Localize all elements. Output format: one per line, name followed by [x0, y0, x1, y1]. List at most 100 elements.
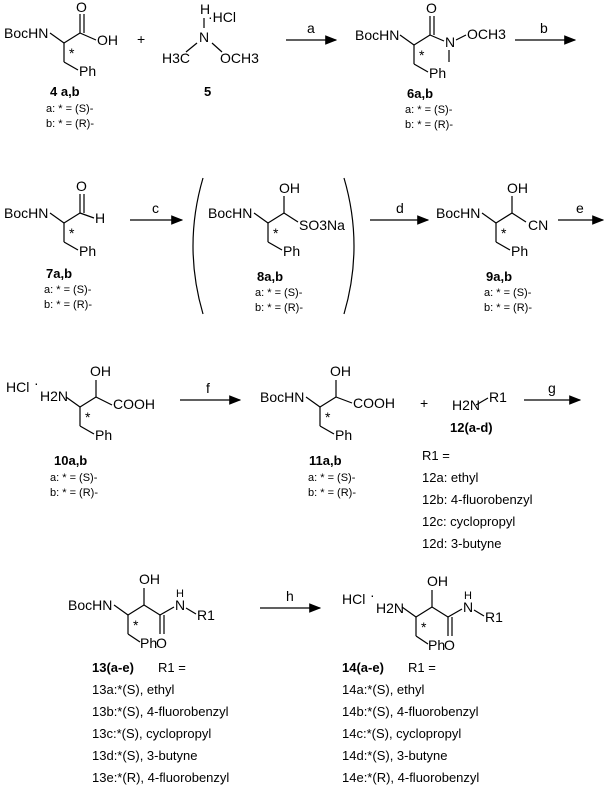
boc-label: BocHN [260, 389, 304, 405]
compound-9-a: a: * = (S)- [484, 287, 532, 299]
stereo-star: * [501, 225, 507, 241]
reagent-e: e [576, 200, 584, 216]
compound-13-item: 13d:*(S), 3-butyne [92, 748, 198, 763]
r1-label: R1 [197, 607, 215, 623]
hydroxyl-label: OH [427, 573, 448, 589]
reagent-a: a [307, 20, 315, 36]
compound-4-a: a: * = (S)- [46, 103, 94, 115]
plus-sign: + [137, 31, 145, 47]
compound-13-item: 13a:*(S), ethyl [92, 682, 174, 697]
oxygen-label: O [76, 0, 87, 15]
compound-12-item: 12d: 3-butyne [422, 536, 502, 551]
phenyl-label: Ph [140, 635, 157, 651]
compound-7-a: a: * = (S)- [44, 284, 92, 296]
compound-13-item: 13c:*(S), cyclopropyl [92, 726, 211, 741]
compound-11-structure: BocHN OH COOH Ph * [260, 363, 395, 443]
compound-7-structure: BocHN O H Ph * [4, 178, 105, 259]
hydroxyl-label: OH [507, 180, 528, 196]
phenyl-label: Ph [79, 243, 96, 259]
compound-4-b: b: * = (R)- [46, 118, 94, 130]
compound-9-label: 9a,b [486, 269, 512, 284]
cn-label: CN [528, 217, 548, 233]
compound-5-label: 5 [204, 84, 211, 99]
compound-13-r-header: R1 = [158, 660, 186, 675]
compound-10-label: 10a,b [54, 453, 87, 468]
hydroxyl-label: OH [139, 571, 160, 587]
stereo-star: * [69, 45, 75, 61]
compound-6-a: a: * = (S)- [405, 104, 453, 116]
n-label: N [175, 597, 185, 613]
compound-4-structure: BocHN O OH Ph * [4, 0, 118, 79]
compound-12-item: 12c: cyclopropyl [422, 514, 515, 529]
cooh-label: COOH [353, 395, 395, 411]
phenyl-label: Ph [95, 427, 112, 443]
left-parenthesis [192, 177, 204, 315]
compound-14-label: 14(a-e) [342, 660, 384, 675]
compound-14-item: 14b:*(S), 4-fluorobenzyl [342, 704, 479, 719]
phenyl-label: Ph [428, 637, 445, 653]
oxygen-label: O [76, 178, 87, 194]
boc-label: BocHN [208, 205, 252, 221]
compound-8-a: a: * = (S)- [255, 287, 303, 299]
stereo-star: * [419, 47, 425, 63]
r1-label: R1 [485, 609, 503, 625]
compound-14-item: 14e:*(R), 4-fluorobenzyl [342, 770, 479, 785]
oxygen-label: O [444, 637, 455, 653]
stereo-star: * [421, 619, 427, 635]
hydroxyl-label: OH [330, 363, 351, 379]
compound-10-b: b: * = (R)- [50, 487, 98, 499]
h2n-label: H2N [376, 600, 404, 616]
och3-label: OCH3 [220, 50, 259, 66]
hcl-salt-label: HCl [342, 591, 365, 607]
compound-11-a: a: * = (S)- [308, 472, 356, 484]
compound-14-item: 14d:*(S), 3-butyne [342, 748, 448, 763]
n-label: N [463, 599, 473, 615]
h3c-label: H3C [162, 50, 190, 66]
stereo-star: * [133, 617, 139, 633]
boc-label: BocHN [355, 27, 399, 43]
svg-text:·: · [34, 375, 39, 391]
compound-12-r-header: R1 = [422, 448, 450, 463]
compound-14-structure: HCl · H2N OH O N H R1 Ph * [342, 573, 503, 653]
compound-4-label: 4 a,b [50, 84, 80, 99]
boc-label: BocHN [68, 597, 112, 613]
compound-13-item: 13b:*(S), 4-fluorobenzyl [92, 704, 229, 719]
reagent-h: h [286, 588, 294, 604]
stereo-star: * [273, 225, 279, 241]
h-label: H [200, 1, 210, 17]
compound-5-structure: H ·HCl N H3C OCH3 [162, 1, 259, 66]
h-label: H [95, 210, 105, 226]
reagent-c: c [152, 200, 159, 216]
hydroxyl-label: OH [279, 180, 300, 196]
svg-text:·: · [370, 587, 375, 603]
compound-12-item: 12a: ethyl [422, 470, 478, 485]
oxygen-label: O [426, 0, 437, 16]
compound-12-label: 12(a-d) [450, 420, 493, 435]
r1-label: R1 [489, 389, 507, 405]
reagent-f: f [206, 380, 210, 396]
phenyl-label: Ph [511, 243, 528, 259]
boc-label: BocHN [4, 25, 48, 41]
compound-9-b: b: * = (R)- [484, 302, 532, 314]
phenyl-label: Ph [283, 243, 300, 259]
nh-label: H [176, 588, 184, 600]
compound-14-item: 14a:*(S), ethyl [342, 682, 424, 697]
plus-sign: + [420, 395, 428, 411]
boc-label: BocHN [436, 205, 480, 221]
n-label: N [445, 34, 455, 50]
och3-label: OCH3 [467, 26, 506, 42]
so3na-label: SO3Na [299, 217, 345, 233]
reagent-g: g [548, 380, 556, 396]
compound-8-label: 8a,b [257, 269, 283, 284]
compound-12-structure: H2N R1 [452, 389, 507, 413]
reagent-b: b [540, 20, 548, 36]
compound-11-b: b: * = (R)- [308, 487, 356, 499]
compound-13-structure: BocHN OH O N H R1 Ph * [68, 571, 215, 651]
compound-14-r-header: R1 = [408, 660, 436, 675]
phenyl-label: Ph [79, 63, 96, 79]
compound-6-label: 6a,b [407, 86, 433, 101]
compound-13-item: 13e:*(R), 4-fluorobenzyl [92, 770, 229, 785]
compound-6-structure: BocHN O N OCH3 Ph * [355, 0, 506, 81]
compound-7-b: b: * = (R)- [44, 299, 92, 311]
